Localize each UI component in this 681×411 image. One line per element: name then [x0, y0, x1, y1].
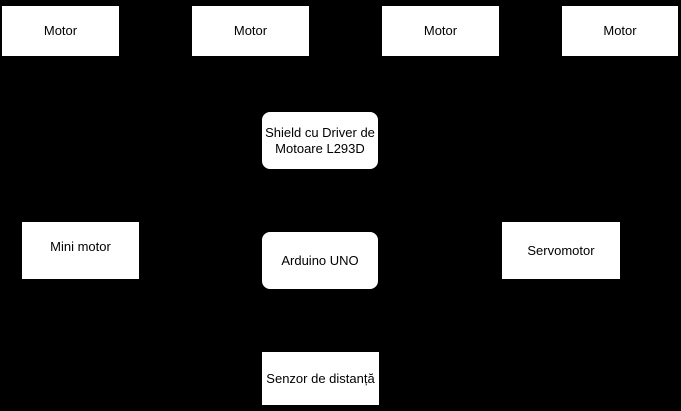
node-motor-4: Motor [561, 5, 679, 57]
node-motor-3: Motor [381, 5, 500, 57]
node-senzor-distanta: Senzor de distanță [261, 351, 380, 406]
node-arduino-uno: Arduino UNO [261, 231, 379, 290]
node-servomotor: Servomotor [501, 221, 621, 280]
node-motor-1: Motor [1, 5, 120, 57]
node-mini-motor: Mini motor [21, 221, 140, 280]
node-shield-driver-l293d: Shield cu Driver de Motoare L293D [261, 111, 379, 170]
node-motor-2: Motor [191, 5, 310, 57]
